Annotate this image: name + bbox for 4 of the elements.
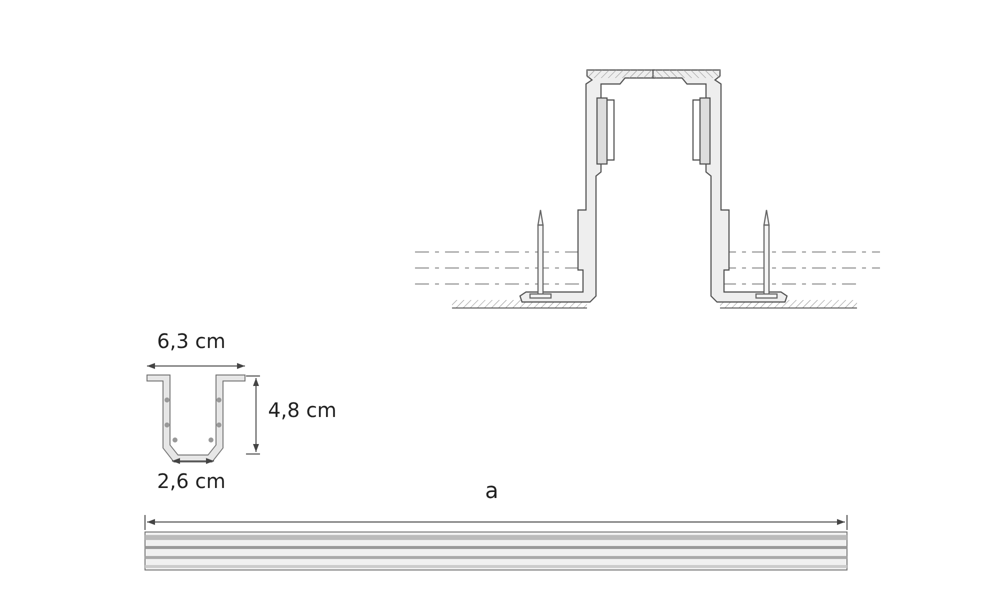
dimension-label: 2,6 cm	[157, 471, 226, 491]
length-label: a	[485, 481, 498, 503]
dimension-label: 6,3 cm	[157, 331, 226, 351]
dimension-label: 4,8 cm	[268, 400, 337, 420]
